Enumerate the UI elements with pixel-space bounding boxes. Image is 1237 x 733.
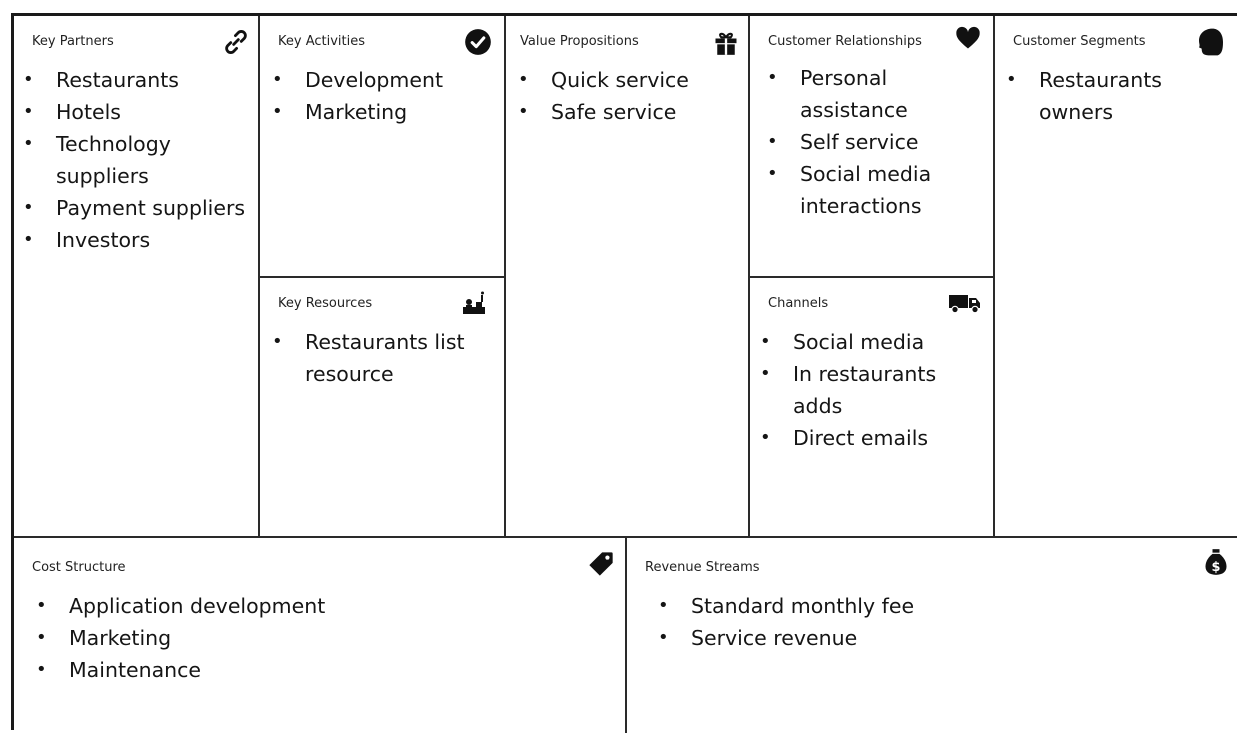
key-resources-list: Restaurants list resource: [272, 326, 498, 390]
list-item: Technology suppliers: [23, 128, 255, 192]
list-item: Development: [272, 64, 502, 96]
list-item: Application development: [36, 590, 616, 622]
list-item: Direct emails: [760, 422, 988, 454]
key-activities-title: Key Activities: [278, 34, 366, 49]
list-item: Standard monthly fee: [658, 590, 1218, 622]
factory-worker-icon: [460, 290, 488, 318]
list-item: Social media: [760, 326, 988, 358]
channels-title: Channels: [768, 296, 829, 311]
cost-structure-block: Cost Structure Application development M…: [14, 538, 627, 733]
customer-relationships-title: Customer Relationships: [768, 34, 922, 49]
channels-block: Channels Social media In restaurants add…: [750, 278, 995, 538]
list-item: Personal assistance: [767, 62, 987, 126]
checkmark-circle-icon: [464, 28, 492, 56]
key-partners-title: Key Partners: [32, 34, 114, 49]
value-propositions-title: Value Propositions: [520, 34, 639, 49]
customer-segments-block: Customer Segments Restaurants owners: [995, 16, 1237, 538]
revenue-streams-block: Revenue Streams $ Standard monthly fee S…: [627, 538, 1237, 733]
revenue-streams-list: Standard monthly fee Service revenue: [658, 590, 1218, 654]
revenue-streams-title: Revenue Streams: [645, 560, 760, 575]
list-item: Restaurants list resource: [272, 326, 498, 390]
list-item: Investors: [23, 224, 255, 256]
cost-structure-list: Application development Marketing Mainte…: [36, 590, 616, 686]
price-tag-icon: [587, 550, 615, 578]
customer-segments-title: Customer Segments: [1013, 34, 1146, 49]
list-item: Safe service: [518, 96, 746, 128]
list-item: Maintenance: [36, 654, 616, 686]
svg-text:$: $: [1212, 560, 1221, 575]
list-item: Quick service: [518, 64, 746, 96]
key-resources-block: Key Resources Restaurants list resource: [260, 278, 506, 538]
list-item: Restaurants: [23, 64, 255, 96]
list-item: Self service: [767, 126, 987, 158]
heart-icon: [954, 24, 982, 52]
customer-relationships-block: Customer Relationships Personal assistan…: [750, 16, 995, 278]
key-activities-block: Key Activities Development Marketing: [260, 16, 506, 278]
key-resources-title: Key Resources: [278, 296, 373, 311]
list-item: In restaurants adds: [760, 358, 988, 422]
key-partners-list: Restaurants Hotels Technology suppliers …: [23, 64, 255, 256]
list-item: Marketing: [36, 622, 616, 654]
gift-icon: [712, 28, 740, 56]
money-bag-icon: $: [1202, 548, 1230, 576]
value-propositions-list: Quick service Safe service: [518, 64, 746, 128]
channels-list: Social media In restaurants adds Direct …: [760, 326, 988, 454]
list-item: Payment suppliers: [23, 192, 255, 224]
list-item: Restaurants owners: [1006, 64, 1234, 128]
person-head-icon: [1195, 26, 1227, 58]
cost-structure-title: Cost Structure: [32, 560, 126, 575]
list-item: Service revenue: [658, 622, 1218, 654]
customer-segments-list: Restaurants owners: [1006, 64, 1234, 128]
business-model-canvas: Key Partners Restaurants Hotels Technolo…: [11, 13, 1237, 733]
truck-icon: [948, 288, 982, 316]
key-activities-list: Development Marketing: [272, 64, 502, 128]
list-item: Hotels: [23, 96, 255, 128]
key-partners-block: Key Partners Restaurants Hotels Technolo…: [14, 16, 260, 538]
list-item: Marketing: [272, 96, 502, 128]
list-item: Social media interactions: [767, 158, 987, 222]
value-propositions-block: Value Propositions Quick service Safe se…: [506, 16, 750, 538]
customer-relationships-list: Personal assistance Self service Social …: [767, 62, 987, 222]
link-icon: [222, 28, 250, 56]
